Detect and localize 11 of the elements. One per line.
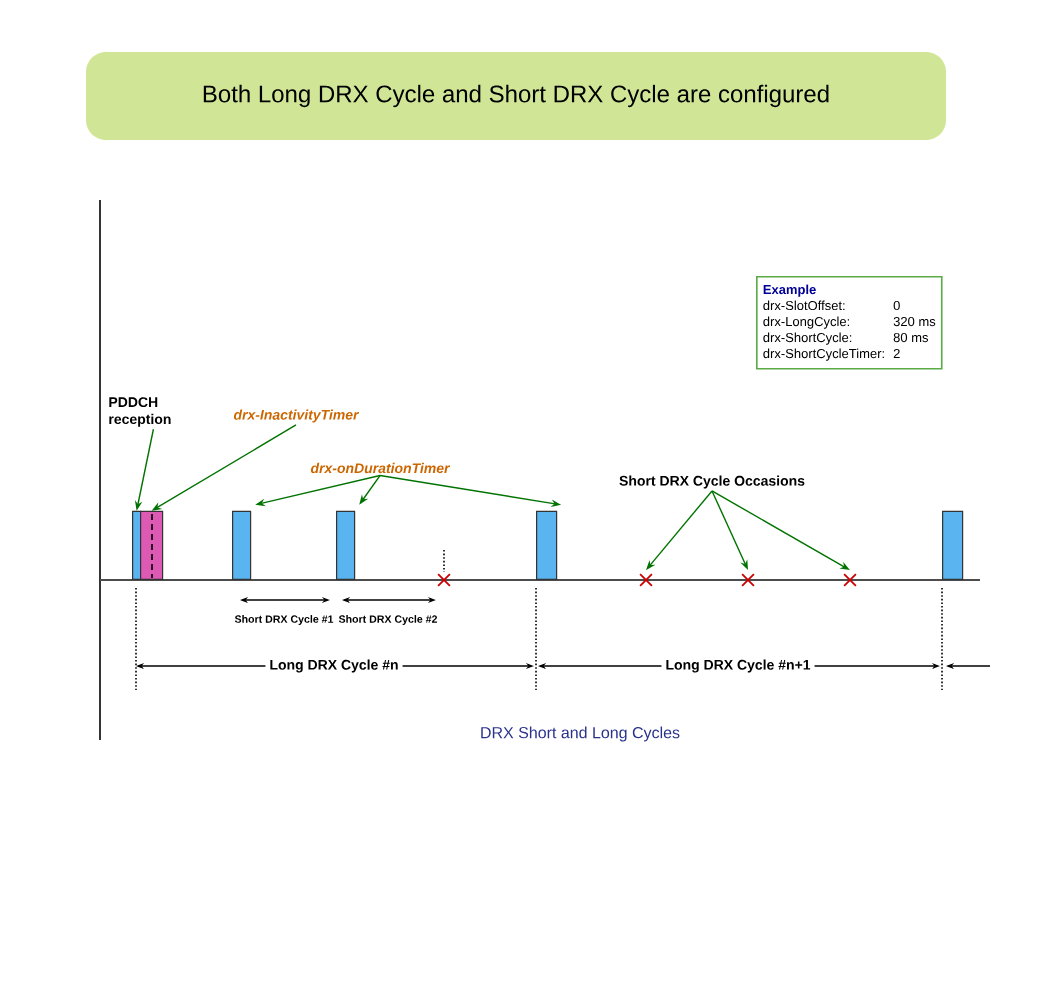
on-duration-bar [536,510,558,580]
on-duration-bar [942,510,964,580]
on-duration-bar [232,510,252,580]
title-banner: Both Long DRX Cycle and Short DRX Cycle are configured [86,52,946,140]
on-duration-bar [140,510,164,580]
on-duration-bar [336,510,356,580]
skipped-occasion-mark [639,573,653,587]
skipped-occasion-mark [437,573,451,587]
skipped-occasion-mark [741,573,755,587]
skipped-occasion-mark [843,573,857,587]
caption: DRX Short and Long Cycles [481,726,680,742]
